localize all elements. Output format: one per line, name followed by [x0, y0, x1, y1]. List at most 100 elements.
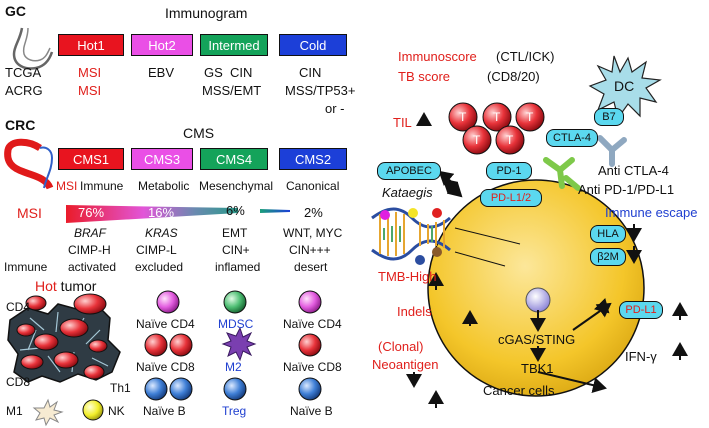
gc-hot1-acrg: MSI [78, 83, 102, 98]
col3-mdsc: MDSC [218, 317, 254, 331]
gc-hot1-tcga: MSI [78, 65, 102, 80]
crc-box-cms4: CMS4 [200, 148, 268, 170]
pdl1-tag: PD-L1 [619, 301, 663, 319]
hla-tag: HLA [590, 225, 626, 243]
col3-m2: M2 [225, 360, 242, 374]
crc-state-excluded: excluded [135, 260, 184, 274]
crc-subtype-metabolic: Metabolic [138, 179, 190, 193]
cgas-nucleus [525, 287, 551, 313]
tb-score-detail: (CD8/20) [487, 69, 540, 84]
label-cd8: CD8 [6, 375, 31, 389]
apobec-tag: APOBEC [377, 162, 441, 180]
crc-box-cms3: CMS3 [131, 148, 193, 170]
b2m-tag: β2M [590, 248, 626, 266]
crc-section-label: CRC [5, 117, 36, 133]
gc-box-cold: Cold [279, 34, 347, 56]
t-cell-1: T [459, 110, 467, 124]
col4-naive-cd4: Naïve CD4 [283, 317, 342, 331]
ctla4-receptor: CTLA-4 [546, 129, 598, 147]
dna-helix [371, 207, 451, 265]
col2-naive-b: Naïve B [143, 404, 186, 418]
hot-tumor-title: Hot tumor [35, 278, 97, 294]
crc-msi-pct-cms1: 76% [78, 205, 105, 220]
col2-naive-cd4: Naïve CD4 [136, 317, 195, 331]
label-cd4: CD4 [6, 300, 31, 314]
crc-state-activated: activated [68, 260, 117, 274]
crc-msi-prefix: MSI [56, 179, 78, 193]
crc-subtype-canonical: Canonical [286, 179, 340, 193]
label-m1: M1 [6, 404, 23, 418]
crc-immune-label: Immune [4, 260, 48, 274]
tmb-high-label: TMB-High [378, 269, 437, 284]
anti-ctla4-antibody [597, 135, 627, 167]
crc-gene-kras: KRAS [145, 226, 178, 240]
m2-cell [221, 326, 257, 362]
gc-row-acrg: ACRG [5, 83, 43, 98]
indels-label: Indels [397, 304, 432, 319]
crc-msi-pct-cms2: 2% [304, 205, 323, 220]
label-th1: Th1 [110, 381, 131, 395]
gc-cold-acrg: MSS/TP53+ [285, 83, 356, 98]
gc-box-intermed: Intermed [200, 34, 268, 56]
t-cell-4: T [473, 133, 481, 147]
crc-state-inflamed: inflamed [215, 260, 261, 274]
gc-intermed-acrg: MSS/EMT [202, 83, 262, 98]
cgas-sting-label: cGAS/STING [498, 332, 576, 347]
gc-title: Immunogram [165, 5, 248, 21]
neoantigen-label: Neoantigen [372, 357, 439, 372]
crc-gene-braf: BRAF [74, 226, 107, 240]
b7-receptor: B7 [594, 108, 624, 126]
immunoscore-label: Immunoscore [398, 49, 477, 64]
crc-msi-pct-cms4: 6% [226, 203, 245, 218]
crc-cimp-l: CIMP-L [136, 243, 177, 257]
nk-cell [82, 399, 104, 421]
gc-hot2-value: EBV [148, 65, 175, 80]
msi-gradient-wedge [66, 205, 238, 223]
kataegis-label: Kataegis [382, 185, 433, 200]
anti-pd1-antibody [543, 157, 581, 191]
crc-title: CMS [183, 125, 215, 141]
gc-cold-or: or - [325, 101, 345, 116]
immunoscore-detail: (CTL/ICK) [496, 49, 555, 64]
tbk1-label: TBK1 [521, 361, 554, 376]
clonal-label: (Clonal) [378, 339, 424, 354]
m1-cell [32, 398, 64, 427]
label-nk: NK [108, 404, 125, 418]
anti-pd1-label: Anti PD-1/PD-L1 [578, 182, 675, 197]
t-cell-2: T [493, 110, 501, 124]
cancer-cells-label: Cancer cells [483, 383, 555, 398]
col2-naive-cd8: Naïve CD8 [136, 360, 195, 374]
gc-cold-tcga: CIN [299, 65, 322, 80]
anti-ctla4-label: Anti CTLA-4 [598, 163, 669, 178]
dc-star [588, 55, 662, 120]
immune-escape-label: Immune escape [605, 205, 698, 220]
stomach-icon [12, 27, 54, 70]
crc-gene-emt: EMT [222, 226, 248, 240]
t-cell-5: T [506, 133, 514, 147]
ifn-gamma-label: IFN-γ [625, 349, 657, 364]
crc-box-cms2: CMS2 [279, 148, 347, 170]
pdl12-ligand: PD-L1/2 [480, 189, 542, 207]
gc-row-tcga: TCGA [5, 65, 42, 80]
gc-box-hot2: Hot2 [131, 34, 193, 56]
crc-subtype-immune: Immune [80, 179, 124, 193]
crc-subtype-mesenchymal: Mesenchymal [199, 179, 274, 193]
gc-section-label: GC [5, 3, 26, 19]
t-cell-3: T [526, 110, 534, 124]
crc-msi-label: MSI [17, 205, 42, 221]
crc-cin-plus: CIN+ [222, 243, 250, 257]
til-label: TIL [393, 115, 412, 130]
col4-naive-b: Naïve B [290, 404, 333, 418]
crc-gene-wnt: WNT, MYC [283, 226, 343, 240]
col4-naive-cd8: Naïve CD8 [283, 360, 342, 374]
pd1-receptor: PD-1 [486, 162, 532, 180]
crc-cimp-h: CIMP-H [68, 243, 111, 257]
dc-label: DC [614, 78, 635, 94]
gc-box-hot1: Hot1 [58, 34, 124, 56]
crc-box-cms1: CMS1 [58, 148, 124, 170]
col3-treg: Treg [222, 404, 247, 418]
gc-intermed-tcga: GS CIN [204, 65, 253, 80]
tb-score-label: TB score [398, 69, 451, 84]
crc-msi-pct-cms3: 16% [148, 205, 175, 220]
